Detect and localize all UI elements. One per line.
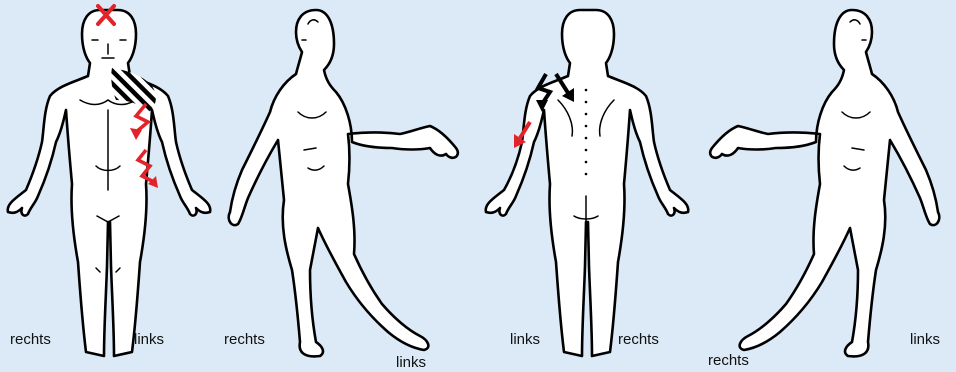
figure-back: links rechts (486, 10, 689, 356)
body-outline-front (8, 10, 211, 356)
label-front-right: rechts (10, 331, 51, 348)
label-back-right: rechts (618, 331, 659, 348)
figure-front: rechts links (8, 6, 211, 356)
label-side2-right: rechts (708, 352, 749, 369)
label-back-left: links (510, 331, 540, 348)
figure-left-side: rechts links (708, 10, 940, 369)
label-front-left: links (134, 331, 164, 348)
body-outline-left-side (710, 10, 939, 356)
figure-right-side: rechts links (224, 10, 458, 371)
label-side1-left: links (396, 354, 426, 371)
label-side2-left: links (910, 331, 940, 348)
label-side1-right: rechts (224, 331, 265, 348)
body-outline-back (486, 10, 689, 356)
body-outline-right-side (229, 10, 458, 356)
